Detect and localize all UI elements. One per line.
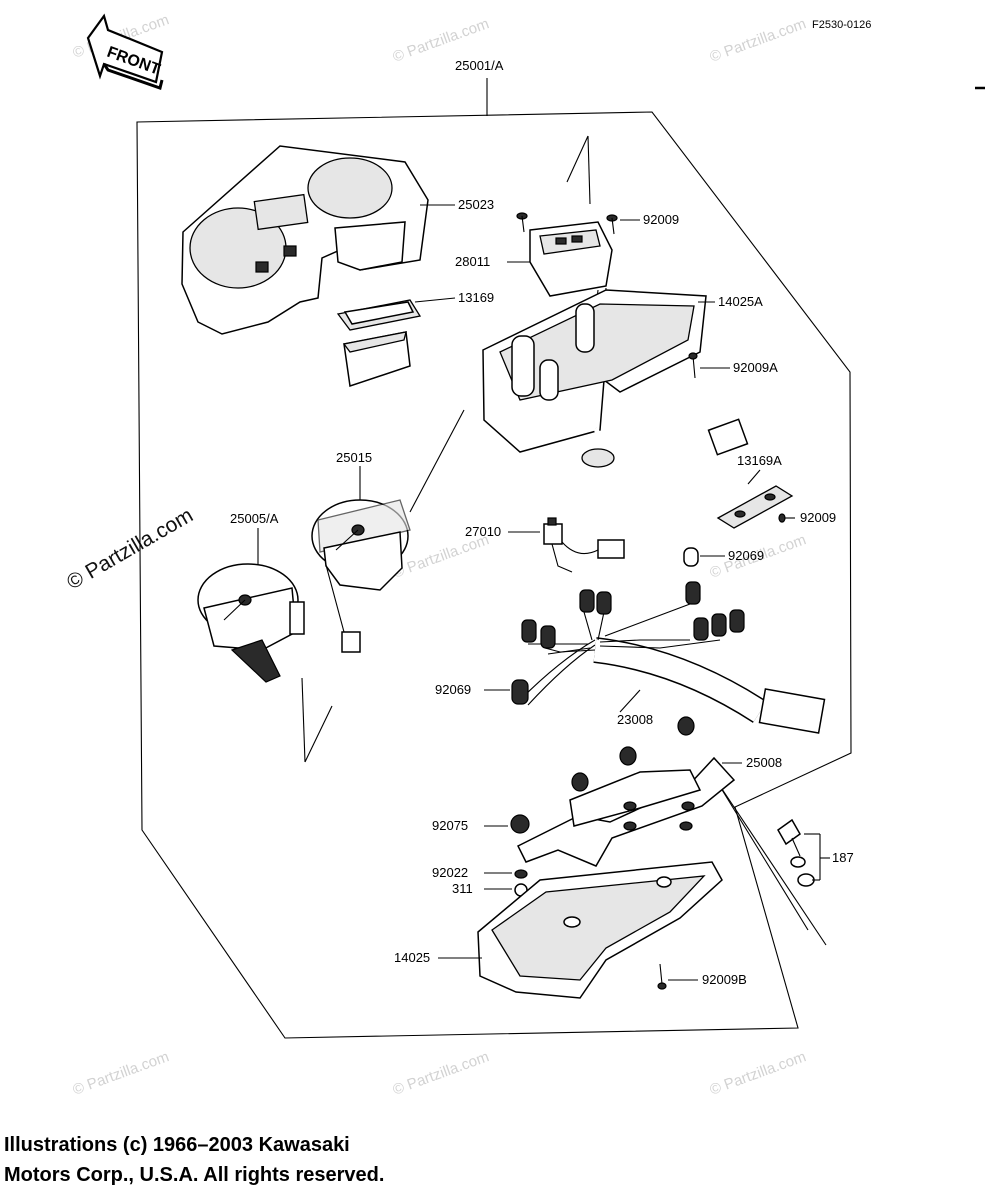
meter-case: 25023 [181, 145, 494, 335]
callout-gasket-a: 13169A [737, 453, 782, 468]
damper-icon [510, 716, 695, 834]
callout-tachometer: 25005/A [230, 511, 279, 526]
speedometer-unit: 25015 [311, 450, 411, 653]
callout-assembly: 25001/A [455, 58, 504, 73]
assembly-outline [136, 111, 852, 1039]
reference-lines [301, 135, 827, 946]
callout-bracket: 25008 [746, 755, 782, 770]
callout-washer: 92022 [432, 865, 468, 880]
callout-lower-cover: 14025 [394, 950, 430, 965]
callout-screw-right: 92009 [800, 510, 836, 525]
callout-bolt-set: 187 [832, 850, 854, 865]
callout-screw-top: 92009 [643, 212, 679, 227]
callout-speedometer: 25015 [336, 450, 372, 465]
callout-bulb-right: 92069 [728, 548, 764, 563]
tachometer-unit: 25005/A [197, 511, 305, 683]
indicator-gasket: 13169 [336, 290, 494, 387]
callout-switch: 27010 [465, 524, 501, 539]
callout-harness: 23008 [617, 712, 653, 727]
screw-icon: 92009 [516, 212, 679, 235]
switch-unit: 27010 [465, 517, 625, 573]
watermark-large: © Partzilla.com [63, 504, 197, 595]
watermark: © Partzilla.com [708, 1048, 809, 1099]
wiring-harness: 23008 92069 [435, 581, 826, 734]
screw-right-icon: 92009 [778, 510, 836, 525]
copyright-line-1: Illustrations (c) 1966–2003 Kawasaki [4, 1134, 350, 1156]
screw-a-icon: 92009A [688, 352, 778, 379]
housing-wiring [581, 418, 749, 468]
callout-screw-a: 92009A [733, 360, 778, 375]
washer-collar: 92022 311 [432, 865, 528, 897]
callout-collar: 311 [452, 881, 473, 896]
front-arrow-icon: FRONT [86, 13, 164, 90]
meter-bracket: 25008 92075 [432, 716, 782, 867]
indicator-unit: 28011 [455, 221, 613, 381]
callout-gasket: 13169 [458, 290, 494, 305]
bulb-right-icon: 92069 [683, 547, 764, 567]
watermark: © Partzilla.com [71, 1048, 172, 1099]
screw-b-icon: 92009B [657, 963, 747, 990]
callout-bulb-left: 92069 [435, 682, 471, 697]
meter-housing: 14025A [482, 289, 763, 453]
callout-meter-case: 25023 [458, 197, 494, 212]
copyright-line-2: Motors Corp., U.S.A. All rights reserved… [4, 1164, 385, 1186]
lower-cover: 14025 [394, 861, 723, 999]
copyright-notice: Illustrations (c) 1966–2003 Kawasaki Mot… [4, 1130, 384, 1190]
watermark: © Partzilla.com [708, 15, 809, 66]
bulb-socket-icon [511, 581, 745, 705]
figure-code: F2530-0126 [812, 19, 871, 31]
bracket-gasket: 13169A [716, 453, 794, 529]
bolt-set: 187 [777, 818, 854, 887]
callout-screw-b: 92009B [702, 972, 747, 987]
callout-housing: 14025A [718, 294, 763, 309]
callout-damper: 92075 [432, 818, 468, 833]
watermark: © Partzilla.com [391, 1048, 492, 1099]
callout-indicator-unit: 28011 [455, 254, 490, 269]
